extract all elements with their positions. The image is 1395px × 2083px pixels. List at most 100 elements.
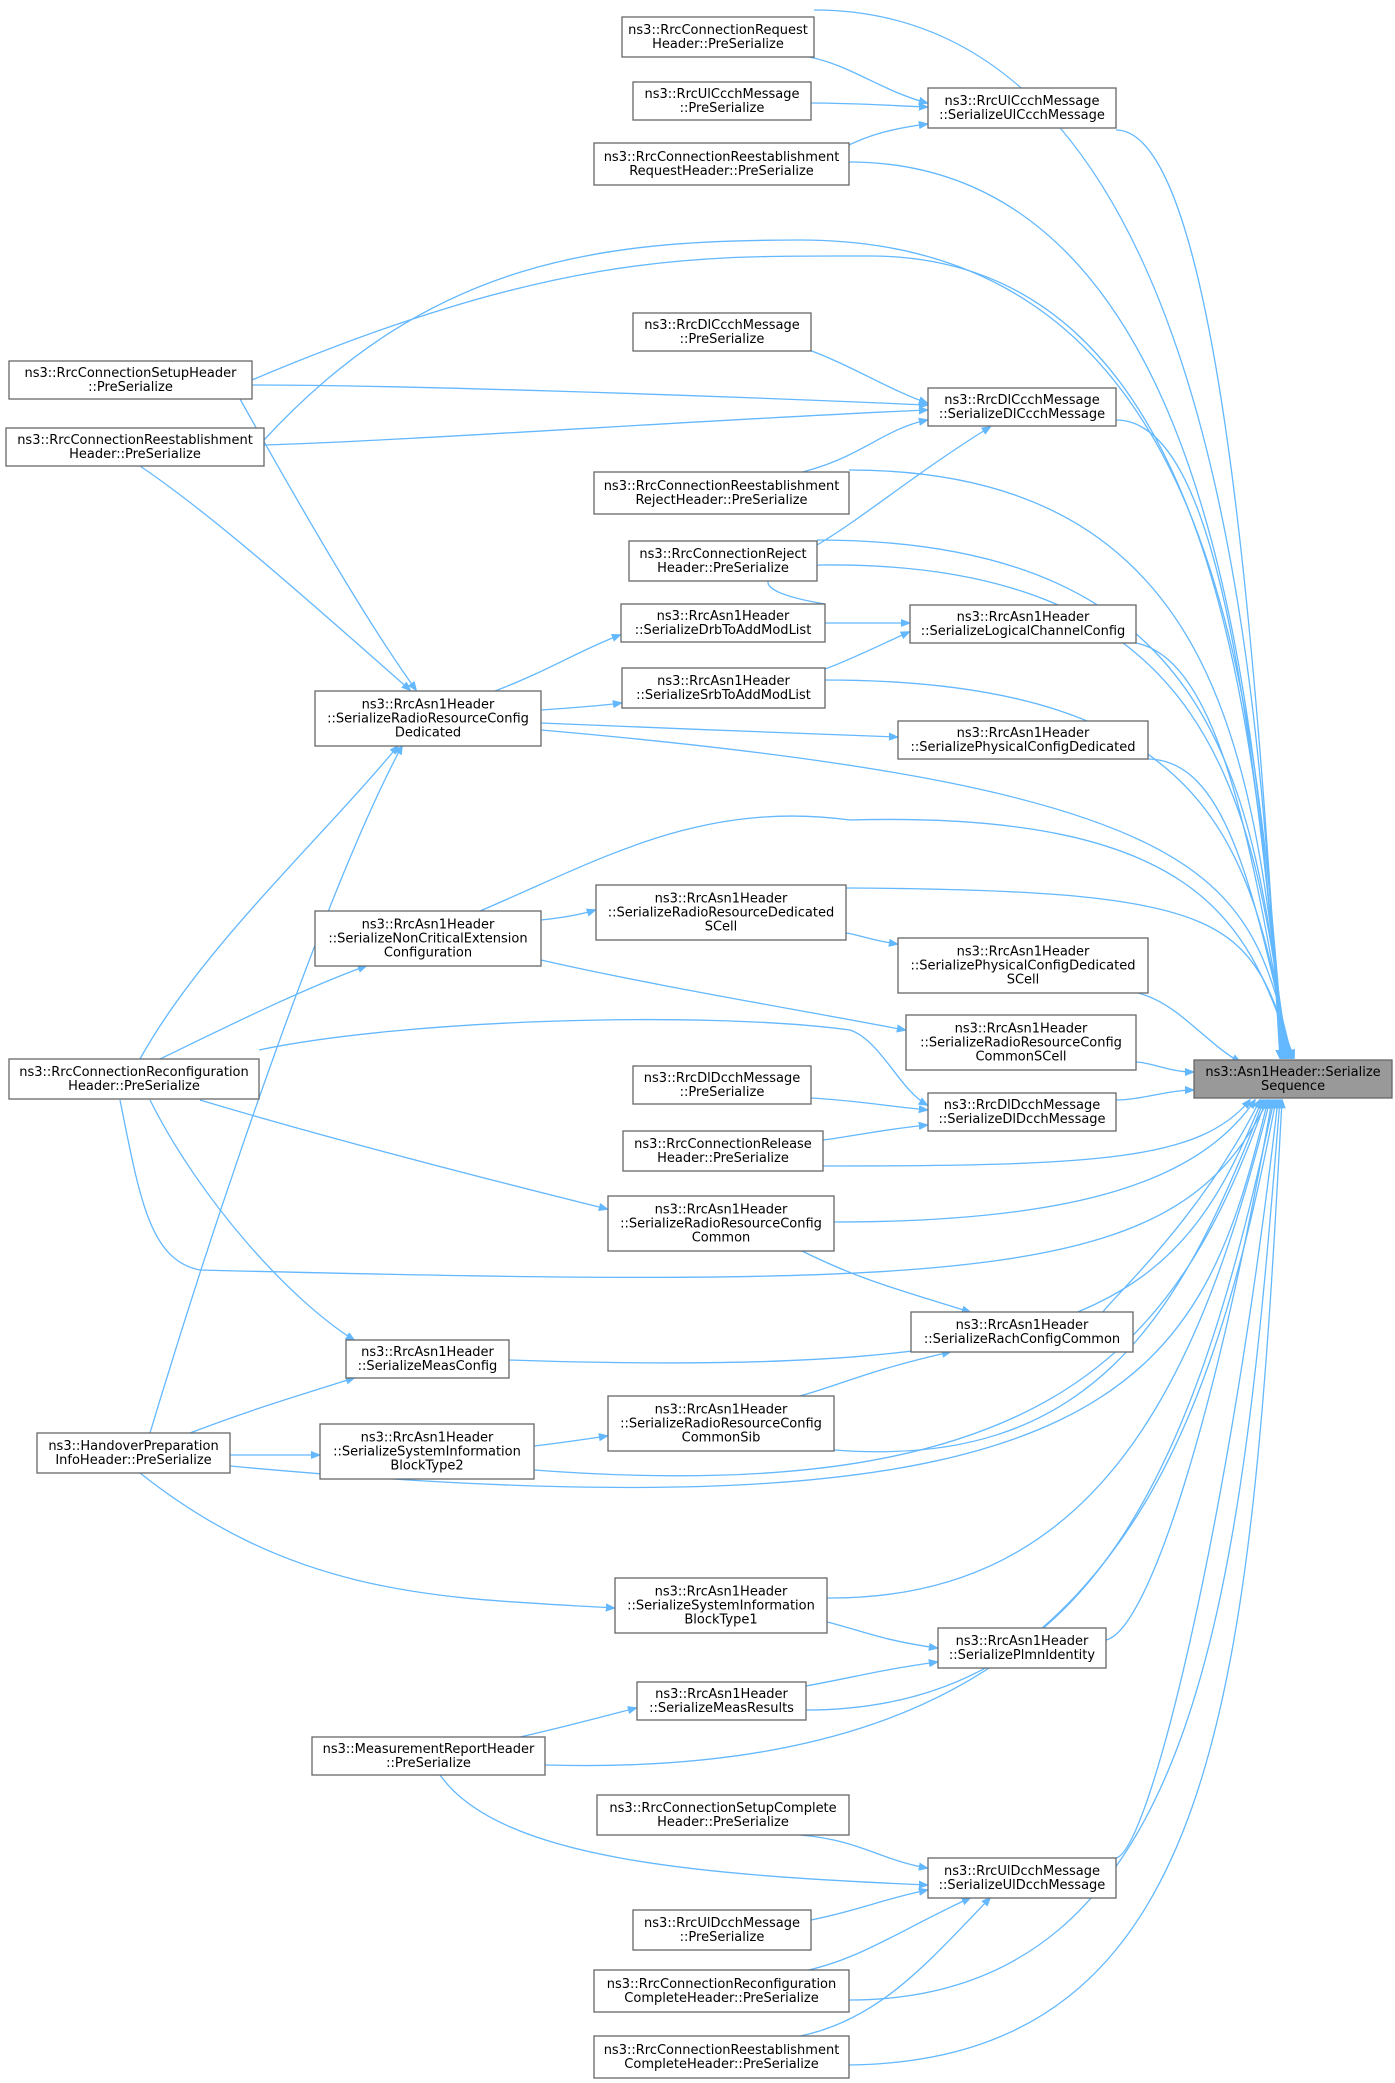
edge-measres-to-target	[805, 1100, 1274, 1711]
node-reest_req[interactable]: ns3::RrcConnectionReestablishmentRequest…	[593, 142, 850, 186]
node-label-line: ns3::RrcAsn1Header	[955, 1022, 1088, 1037]
node-dlccch_pre[interactable]: ns3::RrcDlCcchMessage::PreSerialize	[632, 312, 812, 352]
node-box	[621, 16, 815, 58]
edge-reestrej-to-target	[848, 469, 1286, 1058]
node-label-line: ns3::RrcAsn1Header	[657, 609, 790, 624]
node-box	[937, 1627, 1107, 1669]
node-sib1[interactable]: ns3::RrcAsn1Header::SerializeSystemInfor…	[614, 1577, 828, 1634]
node-setupc[interactable]: ns3::RrcConnectionSetupCompleteHeader::P…	[596, 1794, 850, 1836]
node-label-line: ::SerializeSystemInformation	[627, 1599, 815, 1614]
node-measrep[interactable]: ns3::MeasurementReportHeader::PreSeriali…	[311, 1736, 546, 1776]
node-label-line: ::PreSerialize	[680, 1085, 765, 1100]
node-rrccommon[interactable]: ns3::RrcAsn1Header::SerializeRadioResour…	[607, 1195, 835, 1252]
node-box	[905, 1014, 1137, 1071]
node-box	[593, 142, 850, 186]
node-label-line: ns3::RrcConnectionReject	[639, 547, 806, 562]
node-label-line: SCell	[1007, 973, 1040, 988]
node-label-line: CompleteHeader::PreSerialize	[624, 1991, 818, 2006]
node-dldcch_ser[interactable]: ns3::RrcDlDcchMessage::SerializeDlDcchMe…	[927, 1092, 1117, 1132]
edge-measres-to-plmn	[805, 1662, 937, 1687]
node-rrdscell[interactable]: ns3::RrcAsn1Header::SerializeRadioResour…	[595, 884, 847, 941]
node-drb[interactable]: ns3::RrcAsn1Header::SerializeDrbToAddMod…	[620, 603, 826, 643]
node-handover[interactable]: ns3::HandoverPreparationInfoHeader::PreS…	[36, 1432, 231, 1474]
node-label-line: ns3::RrcConnectionReestablishment	[604, 150, 840, 165]
node-rrcscell[interactable]: ns3::RrcAsn1Header::SerializeRadioResour…	[905, 1014, 1137, 1071]
node-box	[927, 87, 1117, 129]
node-label-line: ::SerializeDlDcchMessage	[938, 1112, 1105, 1127]
node-box	[897, 720, 1149, 760]
edge-setupc-to-uldcch	[799, 1834, 927, 1868]
node-label-line: ::SerializeSrbToAddModList	[636, 688, 811, 703]
node-setup[interactable]: ns3::RrcConnectionSetupHeader::PreSerial…	[8, 360, 253, 400]
node-box	[36, 1432, 231, 1474]
node-meascfg[interactable]: ns3::RrcAsn1Header::SerializeMeasConfig	[345, 1339, 510, 1379]
edge-dlccchpre-to-dlccch	[808, 349, 927, 403]
node-label-line: ::PreSerialize	[680, 101, 765, 116]
edge-noncrit-to-rrdscell	[540, 910, 595, 921]
node-label-line: ns3::RrcAsn1Header	[655, 892, 788, 907]
node-physscell[interactable]: ns3::RrcAsn1Header::SerializePhysicalCon…	[897, 937, 1149, 994]
node-box	[5, 427, 265, 467]
node-label-line: Common	[692, 1231, 751, 1246]
node-release[interactable]: ns3::RrcConnectionReleaseHeader::PreSeri…	[622, 1130, 824, 1172]
node-reest_rej[interactable]: ns3::RrcConnectionReestablishmentRejectH…	[593, 471, 850, 515]
node-dlccch_ser[interactable]: ns3::RrcDlCcchMessage::SerializeDlCcchMe…	[927, 387, 1117, 427]
node-label-line: ns3::RrcConnectionReconfiguration	[607, 1977, 837, 1992]
node-box	[607, 1195, 835, 1252]
node-req[interactable]: ns3::RrcConnectionRequestHeader::PreSeri…	[621, 16, 815, 58]
edge-sib1-to-plmn	[826, 1621, 937, 1648]
node-ulccch_ser[interactable]: ns3::RrcUlCcchMessage::SerializeUlCcchMe…	[927, 87, 1117, 129]
node-box	[927, 1857, 1117, 1899]
node-label-line: ::SerializeUlCcchMessage	[939, 108, 1105, 123]
node-box	[614, 1577, 828, 1634]
node-reject[interactable]: ns3::RrcConnectionRejectHeader::PreSeria…	[628, 540, 818, 582]
node-label-line: ns3::RrcAsn1Header	[957, 726, 1090, 741]
node-rrcded[interactable]: ns3::RrcAsn1Header::SerializeRadioResour…	[314, 690, 542, 747]
edge-rrccommon-to-rach	[799, 1249, 970, 1312]
node-plmn[interactable]: ns3::RrcAsn1Header::SerializePlmnIdentit…	[937, 1627, 1107, 1669]
node-label-line: Configuration	[384, 946, 472, 961]
node-uldcch_ser[interactable]: ns3::RrcUlDcchMessage::SerializeUlDcchMe…	[927, 1857, 1117, 1899]
node-physded[interactable]: ns3::RrcAsn1Header::SerializePhysicalCon…	[897, 720, 1149, 760]
node-reestc[interactable]: ns3::RrcConnectionReestablishmentComplet…	[593, 2035, 850, 2079]
edge-measrep-to-uldcch	[439, 1774, 927, 1885]
node-label-line: CommonSCell	[975, 1050, 1066, 1065]
edge-srb-to-logch	[824, 632, 909, 670]
node-uldcch_pre[interactable]: ns3::RrcUlDcchMessage::PreSerialize	[632, 1909, 812, 1951]
node-noncrit[interactable]: ns3::RrcAsn1Header::SerializeNonCritical…	[314, 910, 542, 967]
edge-rrcscell-to-target	[1135, 1061, 1193, 1072]
edge-sib1-to-target	[826, 1100, 1270, 1599]
node-sib2[interactable]: ns3::RrcAsn1Header::SerializeSystemInfor…	[319, 1423, 535, 1480]
node-label-line: ns3::RrcAsn1Header	[361, 1345, 494, 1360]
edge-rrcded-to-physded	[540, 722, 897, 737]
edge-recfgc-to-uldcch	[799, 1898, 970, 1973]
node-box	[595, 884, 847, 941]
node-label-line: Sequence	[1261, 1079, 1325, 1094]
node-recfgc[interactable]: ns3::RrcConnectionReconfigurationComplet…	[593, 1969, 850, 2013]
node-label-line: ::SerializeSystemInformation	[333, 1445, 521, 1460]
node-box	[632, 1065, 812, 1105]
node-box	[8, 360, 253, 400]
edge-rrdscell-to-physscell	[845, 932, 897, 944]
edge-reject-to-dlccch	[816, 427, 990, 546]
edge-recfg-via-target	[119, 1100, 1268, 1278]
edge-rrcded-to-target	[540, 729, 1292, 1058]
node-logch[interactable]: ns3::RrcAsn1Header::SerializeLogicalChan…	[909, 604, 1137, 644]
node-label-line: ::PreSerialize	[680, 1930, 765, 1945]
node-box	[620, 603, 826, 643]
node-rrcsib[interactable]: ns3::RrcAsn1Header::SerializeRadioResour…	[607, 1395, 835, 1452]
node-srb[interactable]: ns3::RrcAsn1Header::SerializeSrbToAddMod…	[621, 667, 826, 709]
node-label-line: ::SerializeUlDcchMessage	[939, 1878, 1106, 1893]
node-label-line: RequestHeader::PreSerialize	[629, 164, 814, 179]
node-measres[interactable]: ns3::RrcAsn1Header::SerializeMeasResults	[636, 1681, 807, 1721]
node-ulccch_pre[interactable]: ns3::RrcUlCcchMessage::PreSerialize	[632, 81, 812, 121]
node-box	[628, 540, 818, 582]
node-recfg[interactable]: ns3::RrcConnectionReconfigurationHeader:…	[8, 1058, 260, 1100]
node-label-line: ::PreSerialize	[680, 332, 765, 347]
edge-reestreq-to-ulccch	[848, 124, 927, 146]
node-reest[interactable]: ns3::RrcConnectionReestablishmentHeader:…	[5, 427, 265, 467]
node-rach[interactable]: ns3::RrcAsn1Header::SerializeRachConfigC…	[910, 1311, 1134, 1353]
node-dldcch_pre[interactable]: ns3::RrcDlDcchMessage::PreSerialize	[632, 1065, 812, 1105]
node-label-line: ns3::RrcDlDcchMessage	[944, 1098, 1100, 1113]
